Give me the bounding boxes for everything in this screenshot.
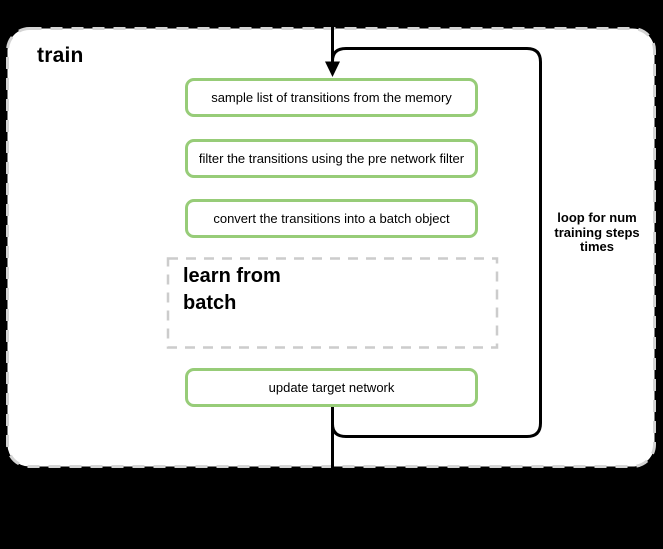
loop-rectangle — [331, 47, 542, 438]
step-box-update-target-network: update target network — [185, 368, 478, 407]
step-box-filter-transitions: filter the transitions using the pre net… — [185, 139, 478, 178]
learn-from-batch-label: learn from batch — [183, 265, 281, 314]
step-label: filter the transitions using the pre net… — [198, 151, 465, 166]
step-label: sample list of transitions from the memo… — [211, 90, 452, 105]
train-title: train — [37, 44, 84, 67]
entry-arrowhead-icon — [325, 61, 340, 77]
learn-from-batch-outline — [166, 257, 499, 349]
step-label: update target network — [268, 380, 395, 395]
step-box-sample-transitions: sample list of transitions from the memo… — [185, 78, 478, 117]
step-label: convert the transitions into a batch obj… — [213, 211, 450, 226]
step-box-convert-batch: convert the transitions into a batch obj… — [185, 199, 478, 238]
loop-annotation: loop for num training steps times — [554, 210, 640, 254]
